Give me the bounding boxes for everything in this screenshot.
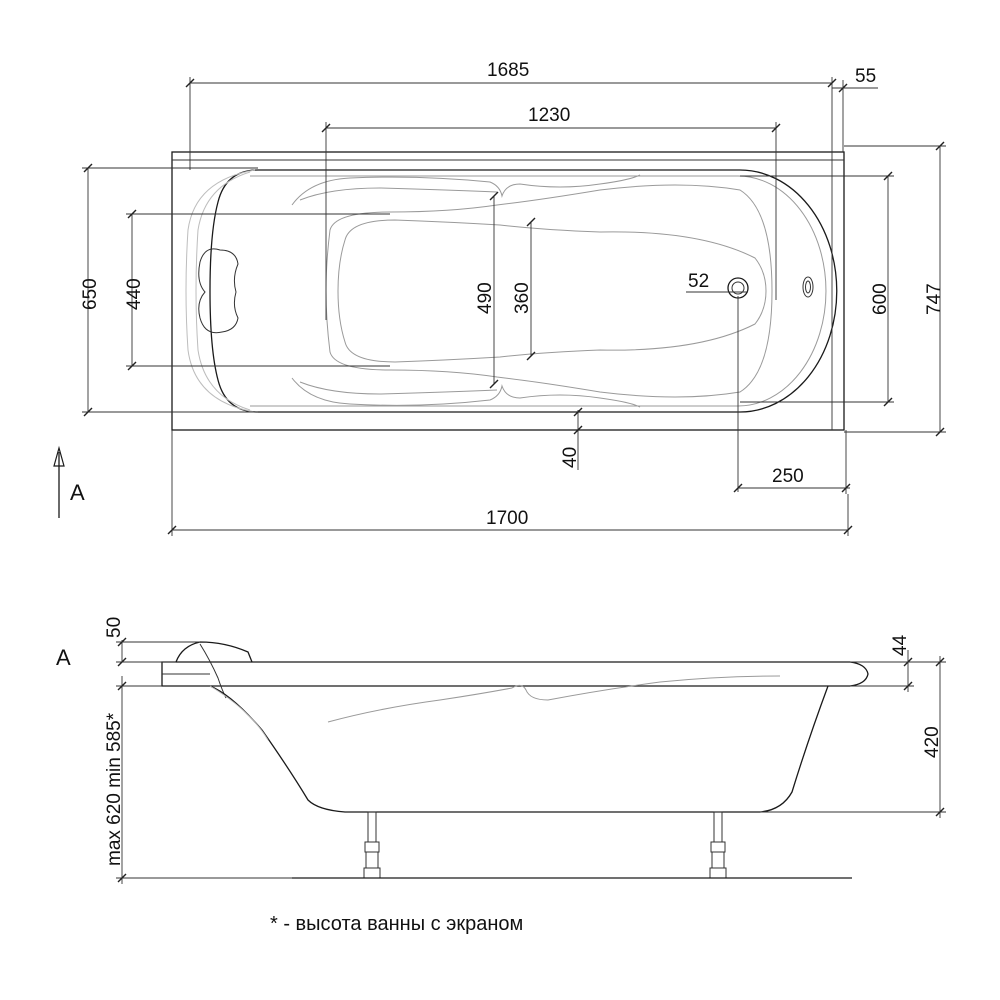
tub-inner-basin <box>209 169 838 413</box>
dim-490: 490 <box>475 282 496 314</box>
dim-420: 420 <box>922 726 943 758</box>
dim-600: 600 <box>870 283 891 315</box>
dim-44: 44 <box>890 634 911 656</box>
armrest-lower <box>291 377 641 408</box>
side-view: A 50 <box>56 617 946 884</box>
drain-icon <box>727 277 749 299</box>
bottom-outer-contour <box>325 184 773 398</box>
dim-650: 650 <box>80 278 101 310</box>
tub-body-side <box>209 685 829 813</box>
headrest <box>198 248 239 334</box>
dim-height-range: max 620 min 585* <box>104 712 125 866</box>
section-arrow-icon <box>53 445 65 518</box>
dim-360: 360 <box>512 282 533 314</box>
tub-rim-side <box>161 661 869 687</box>
bottom-inner-contour <box>337 219 767 363</box>
footnote: * - высота ванны с экраном <box>270 913 523 935</box>
dim-250: 250 <box>772 466 804 487</box>
dim-1230: 1230 <box>528 105 570 126</box>
dim-440: 440 <box>124 278 145 310</box>
dim-50: 50 <box>104 617 125 638</box>
leg-left <box>363 811 381 879</box>
tub-outer-rim <box>171 151 845 431</box>
dim-1685: 1685 <box>487 60 529 81</box>
dim-55: 55 <box>855 66 876 87</box>
dim-52: 52 <box>688 271 709 292</box>
dim-747: 747 <box>924 283 945 315</box>
section-marker-a: A <box>70 480 85 505</box>
armrest-upper <box>291 174 641 206</box>
top-view: 1685 55 1230 650 440 490 <box>53 60 946 536</box>
leg-right <box>709 811 727 879</box>
headrest-side <box>175 641 253 663</box>
dim-40: 40 <box>560 447 581 468</box>
overflow-icon <box>802 276 814 298</box>
section-label-a: A <box>56 645 71 670</box>
dim-1700: 1700 <box>486 508 528 529</box>
